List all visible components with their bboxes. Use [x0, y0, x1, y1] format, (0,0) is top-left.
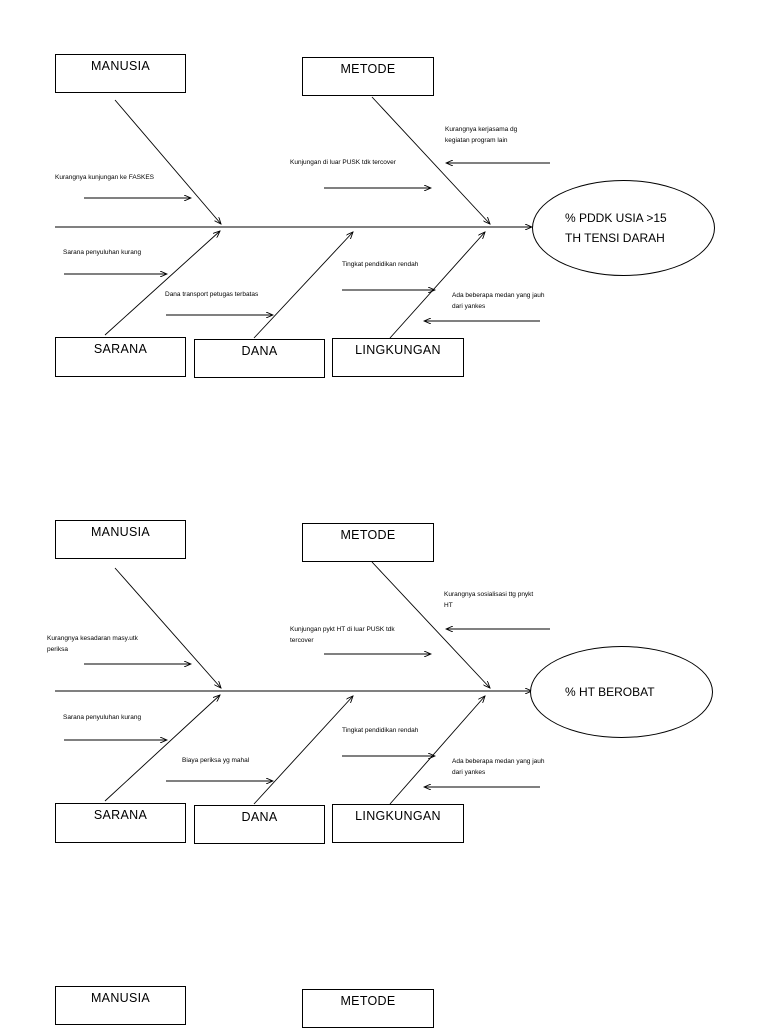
category-box-sarana: SARANA [55, 803, 186, 843]
category-label: MANUSIA [90, 525, 151, 539]
category-label: LINGKUNGAN [355, 809, 441, 823]
manusia-bone [114, 99, 221, 224]
cause-text: Kunjungan di luar PUSK tdk tercover [290, 159, 396, 166]
lingkungan-bone [389, 232, 485, 339]
category-label: METODE [340, 994, 396, 1008]
category-box-manusia: MANUSIA [55, 520, 186, 559]
category-box-manusia: MANUSIA [55, 986, 186, 1025]
category-label: METODE [340, 528, 396, 542]
cause-text: periksa [47, 646, 68, 653]
category-box-dana: DANA [194, 805, 325, 844]
metode-bone [371, 561, 490, 688]
effect-label-line: % HT BEROBAT [565, 685, 655, 699]
cause-note-manusia: Kurangnya kunjungan ke FASKES [55, 172, 154, 183]
cause-note-metode-1: Kunjungan di luar PUSK tdk tercover [290, 157, 396, 168]
category-box-dana: DANA [194, 339, 325, 378]
category-box-sarana: SARANA [55, 337, 186, 377]
dana-bone [253, 232, 353, 339]
category-box-lingkungan: LINGKUNGAN [332, 804, 464, 843]
category-label: SARANA [93, 342, 148, 356]
cause-note-metode-1: Kunjungan pykt HT di luar PUSK tdk terco… [290, 624, 395, 646]
cause-text: Kurangnya sosialisasi ttg pnykt [444, 591, 534, 598]
effect-label-line: TH TENSI DARAH [565, 231, 665, 245]
cause-text: Biaya periksa yg mahal [182, 757, 250, 764]
lingkungan-bone [389, 696, 485, 805]
cause-text: Tingkat pendidikan rendah [342, 261, 419, 268]
cause-note-lingkungan-2: Ada beberapa medan yang jauh dari yankes [452, 756, 545, 778]
cause-note-dana: Biaya periksa yg mahal [182, 755, 249, 766]
manusia-bone [114, 567, 221, 688]
cause-text: tercover [290, 637, 314, 644]
effect-ellipse: % PDDK USIA >15 TH TENSI DARAH [532, 180, 715, 276]
sarana-bone [104, 695, 220, 802]
category-label: SARANA [93, 808, 148, 822]
cause-text: Kunjungan pykt HT di luar PUSK tdk [290, 626, 395, 633]
category-label: DANA [241, 344, 278, 358]
cause-note-lingkungan-2: Ada beberapa medan yang jauh dari yankes [452, 290, 545, 312]
cause-text: Ada beberapa medan yang jauh [452, 292, 545, 299]
cause-text: Sarana penyuluhan kurang [63, 249, 142, 256]
category-box-metode: METODE [302, 57, 434, 96]
category-box-lingkungan: LINGKUNGAN [332, 338, 464, 377]
category-label: MANUSIA [90, 991, 151, 1005]
cause-text: dari yankes [452, 769, 486, 776]
cause-note-lingkungan-1: Tingkat pendidikan rendah [342, 725, 418, 736]
cause-text: Dana transport petugas terbatas [165, 291, 259, 298]
cause-text: Kurangnya kerjasama dg [445, 126, 518, 133]
category-label: MANUSIA [90, 59, 151, 73]
cause-text: Kurangnya kunjungan ke FASKES [55, 174, 155, 181]
cause-note-manusia: Kurangnya kesadaran masy.utk periksa [47, 633, 138, 655]
cause-note-lingkungan-1: Tingkat pendidikan rendah [342, 259, 418, 270]
cause-text: HT [444, 602, 453, 609]
cause-text: Kurangnya kesadaran masy.utk [47, 635, 138, 642]
cause-note-metode-2: Kurangnya kerjasama dg kegiatan program … [445, 124, 517, 146]
cause-note-metode-2: Kurangnya sosialisasi ttg pnykt HT [444, 589, 533, 611]
category-label: DANA [241, 810, 278, 824]
cause-text: Ada beberapa medan yang jauh [452, 758, 545, 765]
effect-label-line: % PDDK USIA >15 [565, 211, 667, 225]
category-label: METODE [340, 62, 396, 76]
cause-note-sarana: Sarana penyuluhan kurang [63, 712, 141, 723]
category-box-manusia: MANUSIA [55, 54, 186, 93]
cause-text: kegiatan program lain [445, 137, 508, 144]
sarana-bone [104, 231, 220, 336]
category-box-metode: METODE [302, 523, 434, 562]
effect-ellipse: % HT BEROBAT [530, 646, 713, 738]
cause-note-dana: Dana transport petugas terbatas [165, 289, 258, 300]
cause-note-sarana: Sarana penyuluhan kurang [63, 247, 141, 258]
cause-text: Sarana penyuluhan kurang [63, 714, 142, 721]
category-label: LINGKUNGAN [355, 343, 441, 357]
dana-bone [253, 696, 353, 805]
cause-text: dari yankes [452, 303, 486, 310]
cause-text: Tingkat pendidikan rendah [342, 727, 419, 734]
metode-bone [371, 96, 490, 224]
category-box-metode: METODE [302, 989, 434, 1028]
